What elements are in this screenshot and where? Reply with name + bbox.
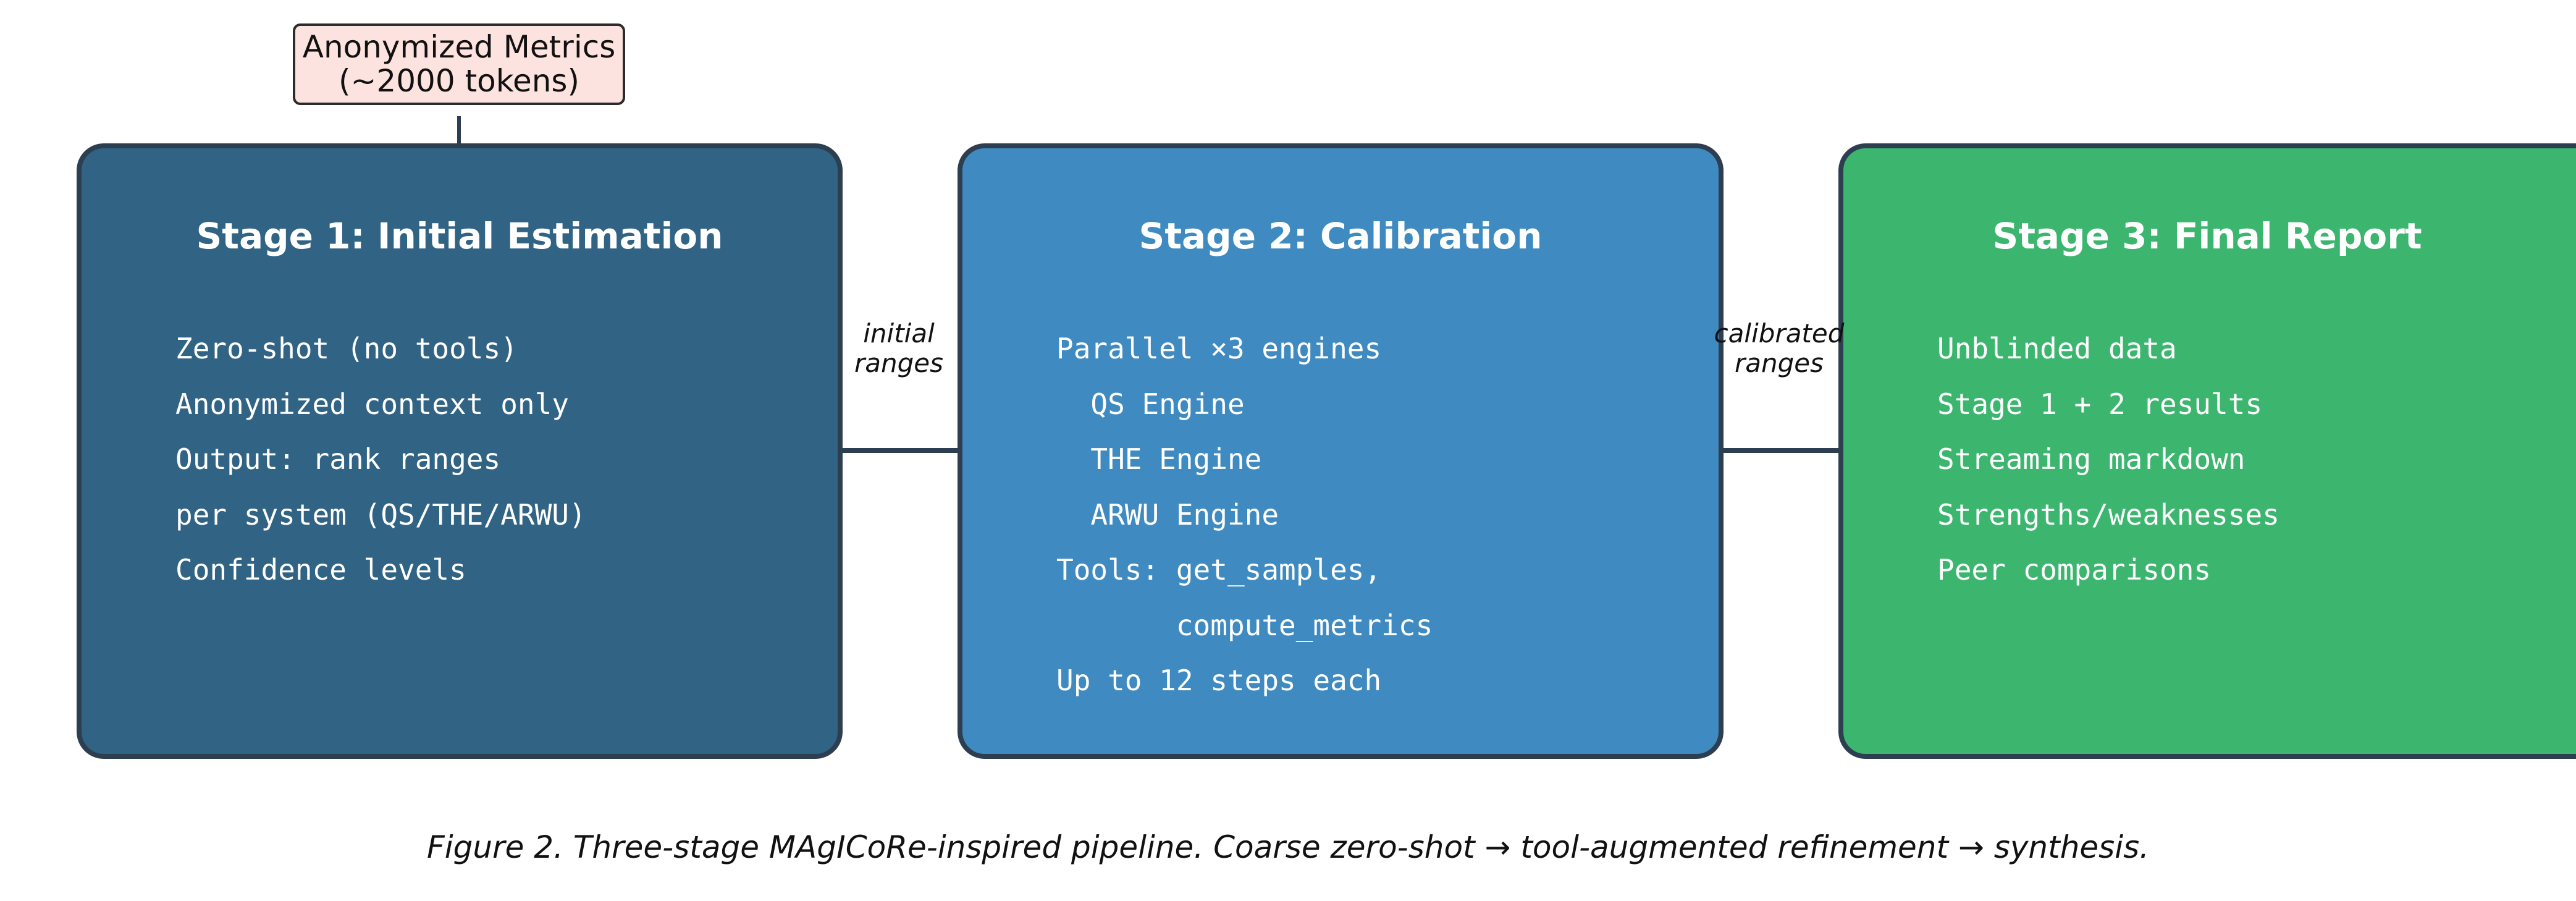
edge-label-calibrated-ranges: calibrated ranges <box>1705 318 1853 379</box>
stage-3-line: Peer comparisons <box>1937 553 2212 586</box>
edge-label-line: ranges <box>854 348 943 379</box>
figure-caption: Figure 2. Three-stage MAgICoRe-inspired … <box>426 829 2150 865</box>
stage-2-line: Parallel ×3 engines <box>1056 332 1382 365</box>
stage-2-details: Parallel ×3 engines QS Engine THE Engine… <box>1056 321 1433 709</box>
stage-1-line: per system (QS/THE/ARWU) <box>175 497 586 531</box>
stage-3-line: Strengths/weaknesses <box>1937 497 2279 531</box>
stage-3-box: Stage 3: Final Report Unblinded data Sta… <box>1838 143 2576 759</box>
stage-3-line: Unblinded data <box>1937 332 2177 365</box>
stage-2-line: THE Engine <box>1056 442 1262 476</box>
stage-3-line: Streaming markdown <box>1937 442 2246 476</box>
stage-3-title: Stage 3: Final Report <box>1992 215 2422 257</box>
stage-1-line: Output: rank ranges <box>175 442 501 476</box>
edge-label-line: ranges <box>1734 348 1824 379</box>
stage-2-line: QS Engine <box>1056 387 1245 421</box>
stage-2-title: Stage 2: Calibration <box>1139 215 1543 257</box>
stage-2-line: compute_metrics <box>1056 608 1433 642</box>
stage-1-details: Zero-shot (no tools) Anonymized context … <box>175 321 586 598</box>
input-node-title: Anonymized Metrics <box>302 29 616 65</box>
stage-2-line: Tools: get_samples, <box>1056 553 1382 586</box>
edge-label-initial-ranges: initial ranges <box>837 318 961 379</box>
stage-2-line: Up to 12 steps each <box>1056 664 1382 697</box>
stage-1-title: Stage 1: Initial Estimation <box>196 215 723 257</box>
stage-3-line: Stage 1 + 2 results <box>1937 387 2263 421</box>
edge-label-line: calibrated <box>1714 318 1845 349</box>
stage-1-line: Zero-shot (no tools) <box>175 332 518 365</box>
input-node-anonymized-metrics: Anonymized Metrics (~2000 tokens) <box>293 23 625 105</box>
stage-1-line: Anonymized context only <box>175 387 569 421</box>
stage-1-box: Stage 1: Initial Estimation Zero-shot (n… <box>77 143 843 759</box>
stage-2-line: ARWU Engine <box>1056 497 1279 531</box>
stage-2-box: Stage 2: Calibration Parallel ×3 engines… <box>958 143 1724 759</box>
input-node-subtitle: (~2000 tokens) <box>339 63 579 99</box>
edge-label-line: initial <box>863 318 935 349</box>
stage-1-line: Confidence levels <box>175 553 466 586</box>
stage-3-details: Unblinded data Stage 1 + 2 results Strea… <box>1937 321 2279 598</box>
